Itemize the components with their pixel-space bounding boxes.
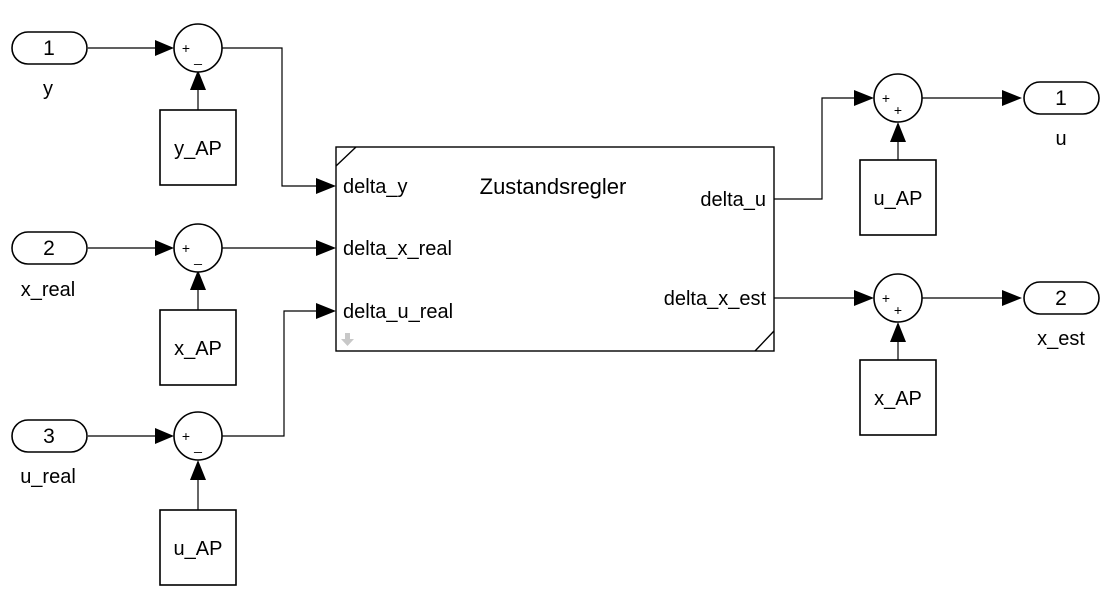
outport-u[interactable]: 1 u xyxy=(1023,81,1100,150)
constant-label: x_AP xyxy=(174,338,222,360)
wire-sum1-to-delta-y[interactable] xyxy=(222,47,318,187)
outport-label: x_est xyxy=(1037,328,1085,350)
outport-number: 1 xyxy=(1055,87,1067,110)
sum-block-x-real[interactable]: + _ xyxy=(173,223,223,273)
sum-sign-bottom: _ xyxy=(193,249,202,265)
sum-sign-top: + xyxy=(182,40,190,56)
arrowhead xyxy=(316,303,336,319)
outport-label: u xyxy=(1055,128,1066,150)
sum-sign-top: + xyxy=(182,240,190,256)
wire-sum3-to-delta-u-real[interactable] xyxy=(222,310,318,437)
outport-number: 2 xyxy=(1055,287,1067,310)
inport-y[interactable]: 1 y xyxy=(11,31,88,100)
inport-number: 3 xyxy=(43,425,55,448)
constant-u-ap-in[interactable]: u_AP xyxy=(159,509,237,586)
arrowhead xyxy=(190,70,206,90)
inport-label: y xyxy=(43,78,53,100)
arrowhead xyxy=(890,122,906,142)
arrowhead xyxy=(890,322,906,342)
sum-sign-bottom: + xyxy=(894,102,902,118)
arrowhead xyxy=(1002,290,1022,306)
sum-sign-bottom: + xyxy=(894,302,902,318)
constant-y-ap[interactable]: y_AP xyxy=(159,109,237,186)
sum-sign-top: + xyxy=(882,90,890,106)
sum-block-u-real[interactable]: + _ xyxy=(173,411,223,461)
inport-number: 1 xyxy=(43,37,55,60)
arrowhead xyxy=(316,178,336,194)
arrowhead xyxy=(854,90,874,106)
sum-sign-bottom: _ xyxy=(193,49,202,65)
sum-block-x-est[interactable]: + + xyxy=(873,273,923,323)
sum-block-y[interactable]: + _ xyxy=(173,23,223,73)
subsystem-input-delta-x-real: delta_x_real xyxy=(343,238,452,260)
constant-label: u_AP xyxy=(174,538,223,560)
outport-x-est[interactable]: 2 x_est xyxy=(1023,281,1100,350)
subsystem-output-delta-u: delta_u xyxy=(700,189,766,211)
constant-x-ap-in[interactable]: x_AP xyxy=(159,309,237,386)
arrowhead xyxy=(155,240,174,256)
arrowhead xyxy=(316,240,336,256)
inport-u-real[interactable]: 3 u_real xyxy=(11,419,88,488)
sum-sign-top: + xyxy=(182,428,190,444)
subsystem-corner-mark xyxy=(335,146,357,167)
arrowhead xyxy=(190,460,206,480)
constant-label: x_AP xyxy=(874,388,922,410)
sum-sign-bottom: _ xyxy=(193,437,202,453)
inport-x-real[interactable]: 2 x_real xyxy=(11,231,88,301)
sum-block-u-out[interactable]: + + xyxy=(873,73,923,123)
arrowhead xyxy=(854,290,874,306)
subsystem-input-delta-y: delta_y xyxy=(343,176,408,198)
constant-u-ap-out[interactable]: u_AP xyxy=(859,159,937,236)
subsystem-input-delta-u-real: delta_u_real xyxy=(343,301,453,323)
arrowhead xyxy=(155,40,174,56)
subsystem-title: Zustandsregler xyxy=(480,174,627,199)
inport-label: x_real xyxy=(21,279,75,301)
constant-x-ap-out[interactable]: x_AP xyxy=(859,359,937,436)
inport-label: u_real xyxy=(20,466,76,488)
inport-number: 2 xyxy=(43,237,55,260)
arrowhead xyxy=(190,270,206,290)
signal-lines xyxy=(88,40,1022,510)
subsystem-corner-mark xyxy=(754,330,775,352)
constant-label: u_AP xyxy=(874,188,923,210)
look-under-mask-icon[interactable] xyxy=(341,333,354,346)
arrowhead xyxy=(1002,90,1022,106)
subsystem-output-delta-x-est: delta_x_est xyxy=(664,288,767,310)
wire-delta-u-to-sum4[interactable] xyxy=(774,97,856,200)
sum-sign-top: + xyxy=(882,290,890,306)
subsystem-zustandsregler[interactable]: Zustandsregler delta_y delta_x_real delt… xyxy=(335,146,775,352)
constant-label: y_AP xyxy=(174,138,222,160)
arrowhead xyxy=(155,428,174,444)
